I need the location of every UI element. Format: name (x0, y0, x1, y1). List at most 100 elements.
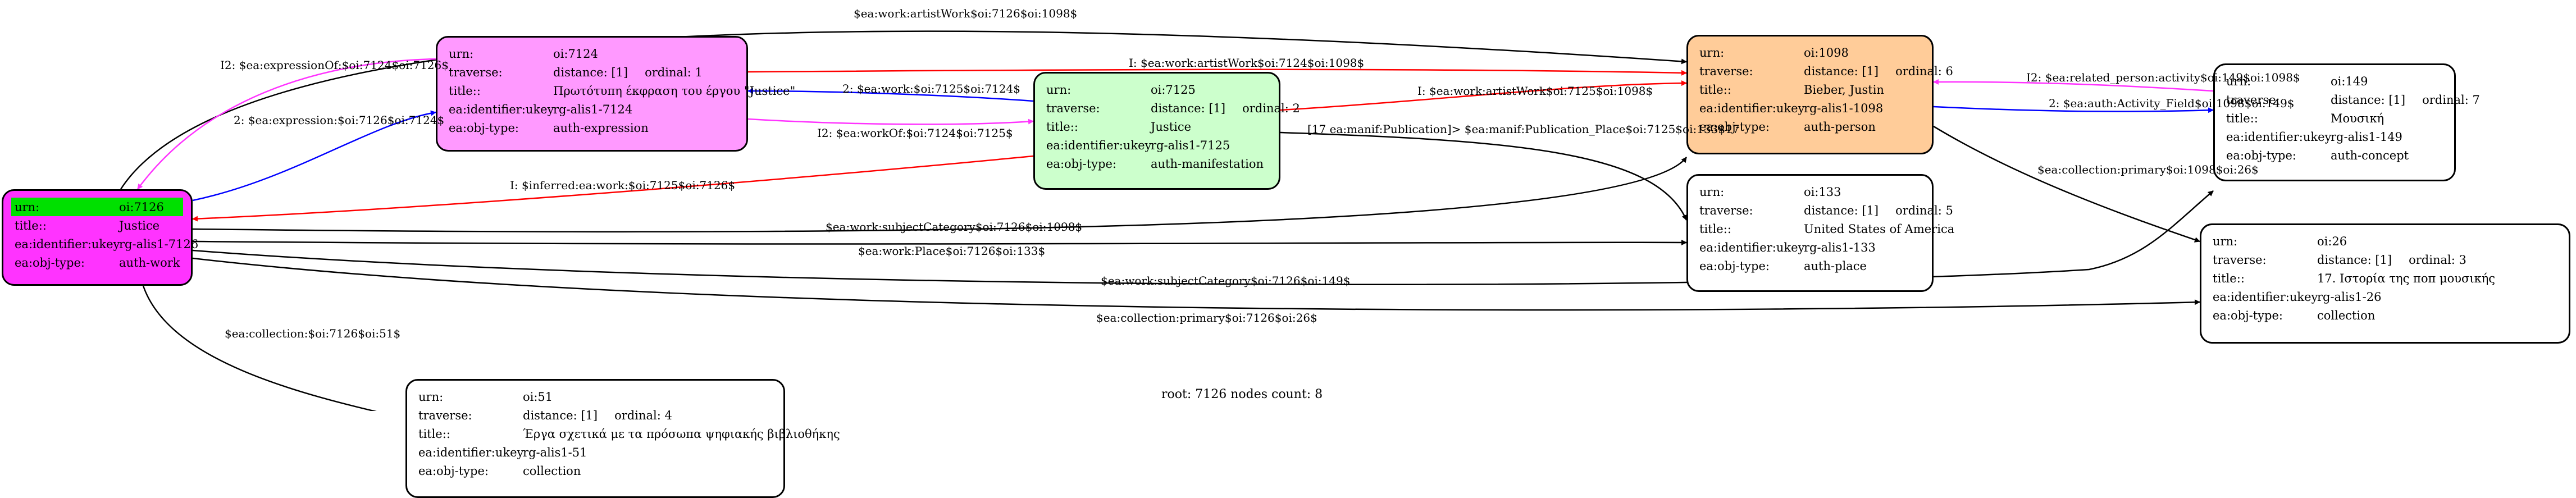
node-row: urn:oi:51 (415, 387, 776, 406)
node-row: ea:obj-type:auth-work (11, 253, 183, 272)
field-key: urn: (2213, 234, 2238, 248)
node-row: traverse:distance: [1]ordinal: 6 (1696, 62, 1953, 80)
node-row: traverse:distance: [1]ordinal: 7 (2223, 90, 2480, 109)
field-key: ea:identifier:ukey (15, 237, 120, 251)
field-value: auth-work (119, 255, 180, 269)
field-key: ea:obj-type: (1699, 120, 1770, 134)
node-row: title::Justice (1043, 117, 1271, 136)
field-key: title:: (1699, 83, 1731, 97)
node-row: ea:obj-type:auth-place (1696, 257, 1924, 275)
field-key: urn: (1699, 45, 1725, 60)
edge-label: I: $inferred:ea:work:$oi:7125$oi:7126$ (510, 179, 736, 192)
field-key: ea:obj-type: (449, 121, 519, 135)
graph-canvas (120, 30, 2214, 411)
footer-caption: root: 7126 nodes count: 8 (1161, 387, 1323, 401)
edge-label: $ea:collection:primary$oi:7126$oi:26$ (1096, 311, 1317, 325)
field-value: Justice (1151, 120, 1192, 134)
field-key: urn: (15, 200, 40, 214)
field-value: rg-alis1-7124 (553, 102, 633, 116)
field-extra: ordinal: 3 (2409, 253, 2466, 267)
edge-e13 (1933, 106, 2214, 113)
field-value: oi:7124 (553, 47, 598, 61)
field-extra: ordinal: 7 (2422, 93, 2480, 107)
node-row: urn: oi:7126 (11, 198, 183, 216)
field-value: oi:7126 (119, 200, 164, 214)
field-value: Μουσική (2331, 111, 2384, 125)
field-extra: ordinal: 6 (1895, 64, 1953, 78)
field-value: collection (2317, 308, 2376, 322)
field-value: auth-person (1804, 120, 1876, 134)
node-row: traverse:distance: [1]ordinal: 4 (415, 406, 776, 424)
field-key: ea:obj-type: (2226, 148, 2296, 162)
field-value: distance: [1] (1151, 101, 1226, 115)
node-row: traverse: distance: [1] ordinal: 3 (2209, 250, 2561, 269)
node-row: traverse:distance: [1]ordinal: 2 (1043, 99, 1300, 117)
edge-e7 (1280, 80, 1687, 111)
edge-label: I: $ea:work:artistWork$oi:7124$oi:1098$ (1129, 56, 1365, 70)
field-extra: ordinal: 5 (1895, 203, 1953, 217)
node-row: title::United States of America (1696, 220, 1954, 238)
node-row: title::Μουσική (2223, 109, 2446, 127)
field-value: distance: [1] (1804, 203, 1879, 217)
field-value: distance: [1] (2317, 253, 2392, 267)
node-oi-26[interactable]: urn:oi:26 traverse: distance: [1] ordinal: … (2200, 223, 2570, 344)
node-row: ea:obj-type:auth-manifestation (1043, 154, 1271, 173)
field-key: traverse: (2213, 253, 2267, 267)
node-row: ea:obj-type: collection (2209, 306, 2561, 325)
edge-e17 (142, 285, 377, 411)
node-row: urn:oi:26 (2209, 232, 2561, 250)
edge-label: $ea:collection:$oi:7126$oi:51$ (225, 327, 401, 340)
field-value: rg-alis1-7126 (119, 237, 199, 251)
field-key: traverse: (1699, 64, 1753, 78)
field-key: ea:identifier:ukey (1699, 240, 1805, 254)
field-key: title:: (418, 427, 450, 441)
field-key: urn: (1046, 83, 1072, 97)
field-value: Πρωτότυπη έκφραση του έργου "Justice" (553, 84, 796, 98)
field-value: rg-alis1-51 (523, 445, 587, 459)
node-row: urn: oi:7124 (445, 44, 738, 63)
edge-e15 (192, 190, 2214, 285)
field-value: United States of America (1804, 222, 1955, 236)
field-value: rg-alis1-149 (2331, 130, 2402, 144)
field-value: rg-alis1-1098 (1804, 101, 1884, 115)
edge-label: I2: $ea:related_person:activity$oi:149$o… (2026, 71, 2300, 84)
edge-label: 2: $ea:work:$oi:7125$oi:7124$ (842, 82, 1020, 95)
field-key: urn: (1699, 185, 1725, 199)
field-key: traverse: (1699, 203, 1753, 217)
field-value: Bieber, Justin (1804, 83, 1884, 97)
field-key: title:: (2213, 271, 2245, 285)
field-key: urn: (449, 47, 474, 61)
node-row: ea:obj-type: auth-person (1696, 117, 1924, 136)
edge-label: I2: $ea:expressionOf:$oi:7124$oi:7126$ (220, 58, 449, 72)
edge-e4 (192, 110, 436, 202)
edge-e8 (192, 155, 1034, 222)
edge-e5 (747, 88, 1034, 102)
field-value: collection (523, 464, 581, 478)
field-key: ea:obj-type: (2213, 308, 2283, 322)
node-row: title::Πρωτότυπη έκφραση του έργου "Just… (445, 81, 795, 100)
edge-label: I: $ea:work:artistWork$oi:7125$oi:1098$ (1417, 84, 1653, 98)
node-row: urn:oi:7125 (1043, 80, 1271, 99)
field-value: auth-manifestation (1151, 157, 1264, 171)
field-key: ea:identifier:ukey (1699, 101, 1805, 115)
edge-label: I2: $ea:workOf:$oi:7124$oi:7125$ (817, 126, 1013, 140)
node-row: title::Bieber, Justin (1696, 80, 1924, 99)
field-value: oi:149 (2331, 74, 2368, 88)
edge-e11 (192, 239, 1687, 245)
field-value: Έργα σχετικά με τα πρόσωπα ψηφιακής βιβλ… (523, 427, 840, 441)
field-key: ea:identifier:ukey (2226, 130, 2332, 144)
field-key: urn: (418, 390, 444, 404)
